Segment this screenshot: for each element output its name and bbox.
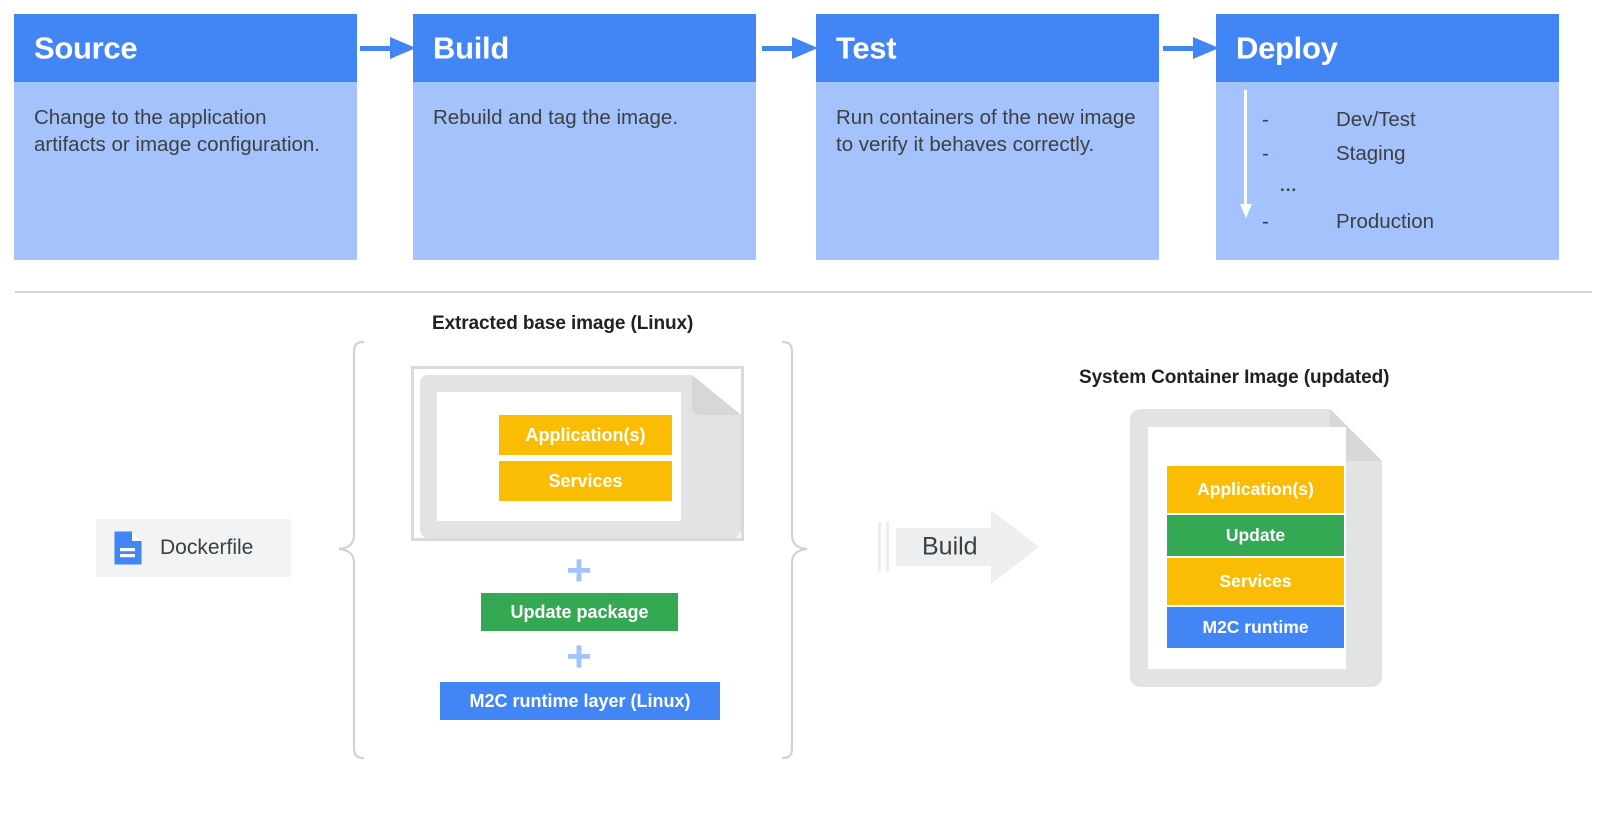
arrow-shaft <box>762 46 800 51</box>
list-item: - Staging <box>1262 142 1434 176</box>
list-item-label: Dev/Test <box>1336 108 1416 131</box>
left-curly-brace <box>338 340 365 760</box>
stage-body-deploy: - Dev/Test - Staging ... - Production <box>1216 82 1559 260</box>
layer-bar-applications: Application(s) <box>1167 466 1344 513</box>
arrow-shaft <box>1244 90 1247 208</box>
list-item-label: Staging <box>1336 142 1406 165</box>
layer-bar-applications: Application(s) <box>499 415 672 455</box>
list-marker: - <box>1262 210 1269 233</box>
connector-arrow-source-build <box>360 37 416 59</box>
stage-card-build[interactable]: Build Rebuild and tag the image. <box>413 14 756 260</box>
stage-header-test: Test <box>816 14 1159 82</box>
deploy-environment-list: - Dev/Test - Staging ... - Production <box>1262 108 1434 244</box>
section-divider <box>15 291 1592 293</box>
stage-body-source: Change to the application artifacts or i… <box>14 82 357 260</box>
stage-body-build: Rebuild and tag the image. <box>413 82 756 260</box>
arrow-shaft <box>360 46 398 51</box>
dockerfile-chip[interactable]: Dockerfile <box>96 519 291 577</box>
list-item: - Production <box>1262 210 1434 244</box>
plus-icon-1: + <box>566 546 592 595</box>
extracted-base-image-document: Application(s) Services <box>420 375 741 538</box>
stage-description-build: Rebuild and tag the image. <box>433 106 679 129</box>
arrow-right-icon <box>390 37 416 59</box>
layer-bar-update: Update <box>1167 515 1344 556</box>
plus-icon-2: + <box>566 632 592 681</box>
system-container-image-document: Application(s) Update Services M2C runti… <box>1130 409 1382 687</box>
list-marker: - <box>1262 108 1269 131</box>
arrow-right-icon <box>1193 37 1219 59</box>
arrow-right-icon <box>792 37 818 59</box>
layer-bar-m2c-runtime: M2C runtime <box>1167 607 1344 648</box>
stage-title-build: Build <box>433 30 509 66</box>
stage-description-test: Run containers of the new image to verif… <box>836 106 1136 157</box>
list-marker: ... <box>1280 176 1298 195</box>
document-icon <box>114 531 142 565</box>
stage-title-source: Source <box>34 30 138 66</box>
connector-arrow-test-deploy <box>1163 37 1219 59</box>
stage-header-build: Build <box>413 14 756 82</box>
arrow-down-icon <box>1240 90 1252 225</box>
list-item-ellipsis: ... <box>1262 176 1434 210</box>
list-item: - Dev/Test <box>1262 108 1434 142</box>
stage-header-source: Source <box>14 14 357 82</box>
list-item-label: Production <box>1336 210 1435 233</box>
caption-system-container-image: System Container Image (updated) <box>1079 367 1390 388</box>
layer-bar-services: Services <box>1167 558 1344 605</box>
arrow-head <box>1240 204 1252 218</box>
stage-title-deploy: Deploy <box>1236 30 1338 66</box>
stage-card-source[interactable]: Source Change to the application artifac… <box>14 14 357 260</box>
caption-extracted-base-image: Extracted base image (Linux) <box>432 313 694 334</box>
layer-bar-update-package: Update package <box>481 593 678 631</box>
arrow-shaft <box>1163 46 1201 51</box>
list-marker: - <box>1262 142 1269 165</box>
stage-header-deploy: Deploy <box>1216 14 1559 82</box>
dockerfile-label: Dockerfile <box>160 536 254 559</box>
block-arrow-right-icon <box>878 510 1039 584</box>
layer-bar-m2c-runtime-layer: M2C runtime layer (Linux) <box>440 682 720 720</box>
document-shape-icon <box>420 375 741 538</box>
build-arrow-label: Build <box>922 532 978 561</box>
connector-arrow-build-test <box>762 37 818 59</box>
stage-body-test: Run containers of the new image to verif… <box>816 82 1159 260</box>
stage-description-source: Change to the application artifacts or i… <box>34 106 320 157</box>
right-curly-brace <box>781 340 808 760</box>
build-arrow[interactable]: Build <box>876 510 1039 584</box>
extracted-base-image-frame: Application(s) Services <box>411 366 744 541</box>
stage-card-deploy[interactable]: Deploy - Dev/Test - Staging ... - Produc… <box>1216 14 1559 260</box>
layer-bar-services: Services <box>499 461 672 501</box>
stage-card-test[interactable]: Test Run containers of the new image to … <box>816 14 1159 260</box>
stage-title-test: Test <box>836 30 897 66</box>
